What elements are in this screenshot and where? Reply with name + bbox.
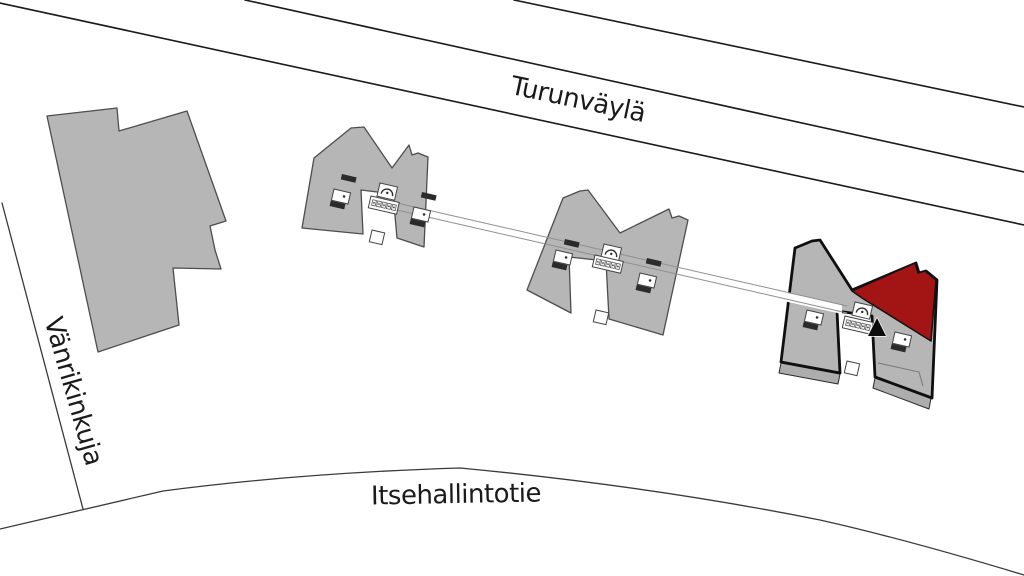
entrance-canopy-icon — [376, 182, 399, 201]
walkway-line-upper — [396, 202, 848, 307]
location-marker-icon — [867, 317, 887, 337]
vent-bar-icon — [420, 192, 437, 201]
building-large-neighbour — [46, 107, 227, 353]
entrance-icon — [409, 206, 432, 228]
road-itsehallintotie-line — [0, 467, 1024, 576]
terrace-step-tab — [592, 309, 610, 326]
terrace-step-tab — [843, 360, 861, 377]
highlighted-apartment-area — [851, 262, 937, 342]
road-turunvayla — [0, 0, 1024, 226]
road-turunvayla-edge-2 — [244, 0, 1024, 173]
entrance-icon — [802, 309, 825, 331]
road-turunvayla-edge-1 — [513, 0, 1024, 108]
entrance-icon — [635, 272, 658, 294]
bike-rack-icon — [591, 254, 624, 274]
vent-bar-icon — [563, 239, 580, 248]
bike-rack-icon — [367, 195, 400, 215]
building-m1 — [301, 126, 429, 248]
road-label-itsehallintotie: Itsehallintotie — [371, 479, 541, 512]
entrance-icon — [890, 331, 913, 353]
entrance-icon — [329, 188, 352, 210]
entrance-canopy-icon — [851, 301, 874, 320]
building-details — [329, 174, 913, 377]
bike-rack-icon — [841, 315, 874, 335]
road-turunvayla-edge-3 — [0, 2, 1024, 226]
road-vanrikinkuja-line — [1, 202, 84, 510]
terrace-step-tab — [368, 229, 386, 246]
entrance-icon — [551, 249, 574, 271]
vent-bar-icon — [645, 258, 662, 267]
vent-bar-icon — [340, 174, 357, 183]
road-label-turunvayla: Turunväylä — [507, 71, 648, 129]
building-m3-inner-step-line — [877, 362, 924, 387]
